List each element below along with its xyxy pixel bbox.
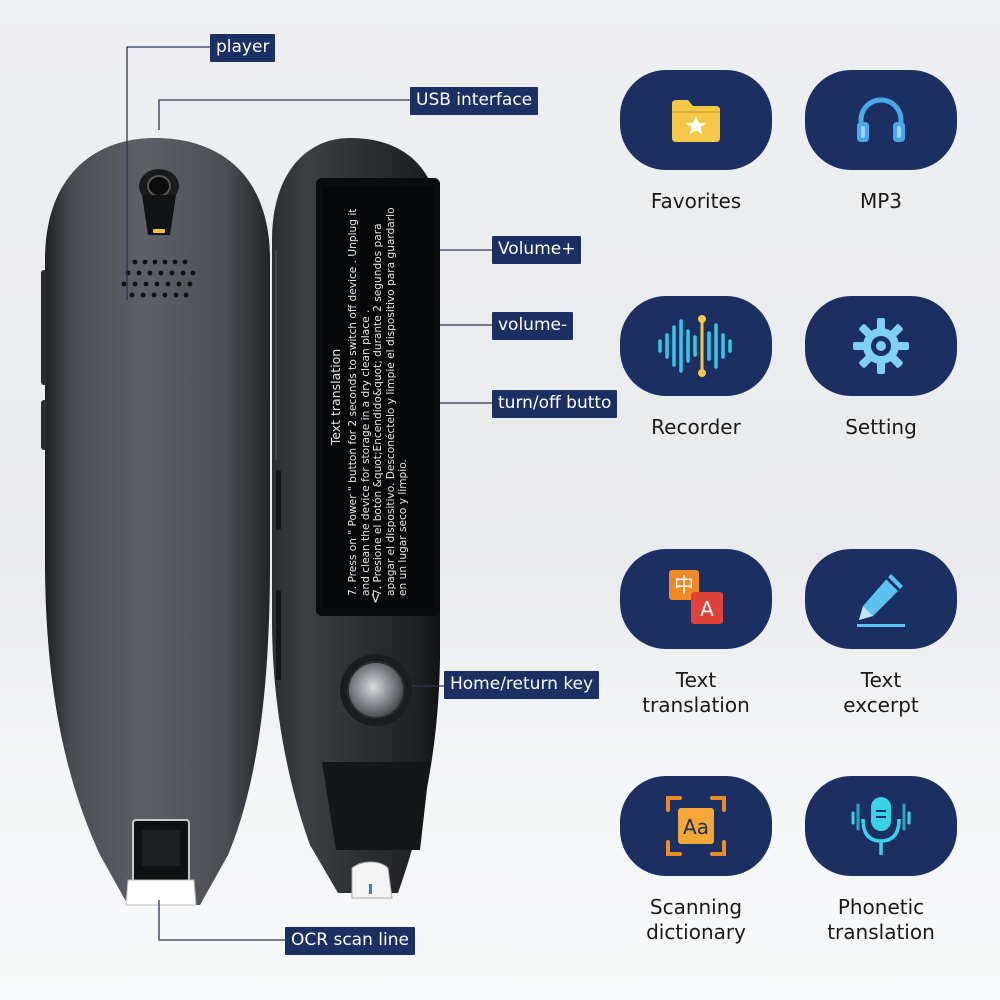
feature-label: Setting <box>845 415 917 439</box>
feature-recorder: Recorder <box>616 296 776 440</box>
feature-favorites: Favorites <box>616 70 776 214</box>
callout-ocr-scan-line: OCR scan line <box>285 927 415 955</box>
gear-icon <box>853 318 909 374</box>
screen-english-text: 7. Press on " Power " button for 2 secon… <box>347 208 372 596</box>
feature-label: Text translation <box>642 668 750 717</box>
pen-back-side-button-2 <box>41 400 47 450</box>
back-arrow-icon: < <box>368 592 384 604</box>
dictionary-scan-icon: Aa <box>666 796 726 856</box>
feature-label: Scanning dictionary <box>646 895 746 944</box>
dictionary-glyph: Aa <box>683 815 709 839</box>
sound-wave-icon <box>658 315 732 377</box>
ocr-scan-window <box>125 879 197 906</box>
pen-front-tip <box>351 861 393 899</box>
feature-tile <box>805 776 957 876</box>
feature-tile <box>805 549 957 649</box>
pencil-icon <box>857 574 905 627</box>
feature-tile <box>805 296 957 396</box>
callout-usb-interface: USB interface <box>410 87 539 115</box>
chinese-english-translate-icon: 中 A <box>669 570 723 624</box>
feature-label: Phonetic translation <box>827 895 935 944</box>
feature-label: Recorder <box>651 415 741 439</box>
feature-setting: Setting <box>801 296 961 440</box>
feature-text-excerpt: Text excerpt <box>801 549 961 718</box>
callout-volume-down: volume- <box>492 312 574 340</box>
pen-front-side-button <box>276 470 281 530</box>
folder-star-icon <box>672 100 720 142</box>
callout-volume-up: Volume+ <box>492 236 582 264</box>
feature-scanning-dictionary: Aa Scanning dictionary <box>616 776 776 945</box>
callout-power-button: turn/off butto <box>492 390 618 418</box>
callout-home-return-key: Home/return key <box>444 671 600 699</box>
feature-label: Text excerpt <box>843 668 919 717</box>
feature-tile <box>620 70 772 170</box>
translation-pen-illustration <box>41 46 492 941</box>
headphones-icon <box>857 97 905 142</box>
pen-back-side-button <box>41 270 47 385</box>
feature-label: MP3 <box>859 189 903 213</box>
feature-tile <box>620 296 772 396</box>
callout-player: player <box>210 34 276 62</box>
screen-spanish-text: 7. Presione el botón &quot;Encendido&quo… <box>372 207 410 596</box>
screen-title: Text translation <box>328 348 343 446</box>
translate-cn-glyph: 中 <box>674 573 694 597</box>
feature-mp3: MP3 <box>801 70 961 214</box>
feature-label: Favorites <box>650 189 742 213</box>
feature-tile: 中 A <box>620 549 772 649</box>
leader-lines <box>126 46 492 941</box>
pen-front-side-button-2 <box>276 590 281 680</box>
pen-back-body <box>45 138 270 905</box>
microphone-icon <box>851 797 911 855</box>
feature-tile: Aa <box>620 776 772 876</box>
camera-indicator <box>153 229 165 233</box>
device-screen: Text translation < 7. Press on " Power "… <box>323 186 433 608</box>
feature-text-translation: 中 A Text translation <box>616 549 776 718</box>
feature-phonetic-translation: Phonetic translation <box>801 776 961 945</box>
translate-en-glyph: A <box>700 597 714 621</box>
speaker-grille <box>121 259 196 298</box>
screen-content: Text translation < 7. Press on " Power "… <box>326 192 430 604</box>
feature-tile <box>805 70 957 170</box>
